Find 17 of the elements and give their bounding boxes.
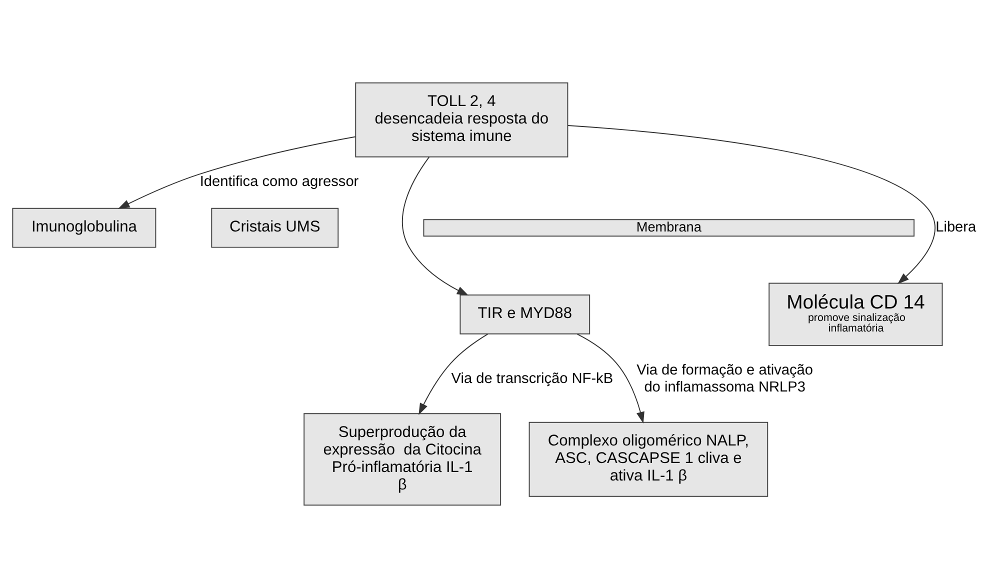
node-box: Imunoglobulina [12,207,156,248]
node-box: Superprodução da expressão da Citocina Pró-inflamatória IL-1 β [304,412,502,506]
node-box: Molécula CD 14 promove sinalização inflamatória [768,282,943,346]
arrow [576,333,644,424]
arrow [402,156,469,296]
edge-label: Libera [936,218,976,235]
edge-label: Identifica como agressor [200,174,359,190]
node-box: Membrana [423,218,915,236]
arrow [118,136,356,208]
edge-label: Via de formação e ativação do inflamassoma NRLP3 [636,362,814,395]
edge-label: Via de transcrição NF-kB [451,370,614,387]
arrow [418,333,488,414]
node-box: TOLL 2, 4 desencadeia resposta do sistema imune [355,82,568,157]
node-box: TIR e MYD88 [460,294,590,334]
node-box: Complexo oligomérico NALP, ASC, CASCAPSE 1 cliva e ativa IL-1 β [528,421,768,496]
node-box: Cristais UMS [211,207,339,248]
arrow [567,124,936,284]
